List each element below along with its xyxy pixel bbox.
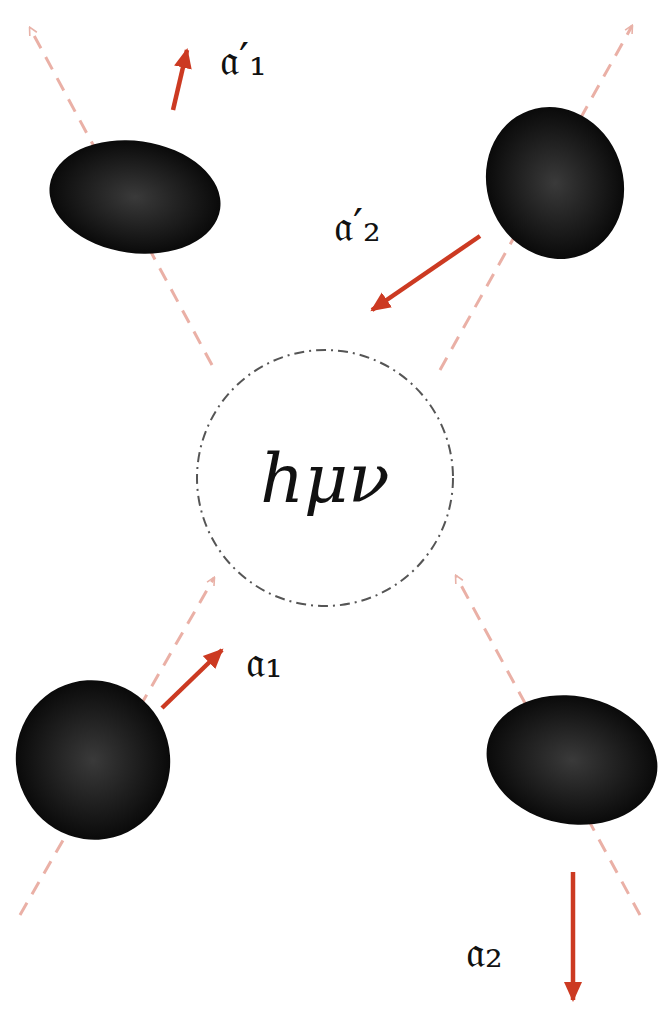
field-circle: hμν <box>195 348 455 608</box>
spin-label: 𝔞₁ <box>246 640 283 684</box>
black-hole-bodies <box>0 87 658 857</box>
spin-arrows <box>162 50 573 1000</box>
spin-label: 𝔞′₁ <box>220 38 267 82</box>
field-label: hμν <box>260 439 389 518</box>
spin-label: 𝔞₂ <box>466 930 503 974</box>
spin-label: 𝔞′₂ <box>334 204 381 248</box>
